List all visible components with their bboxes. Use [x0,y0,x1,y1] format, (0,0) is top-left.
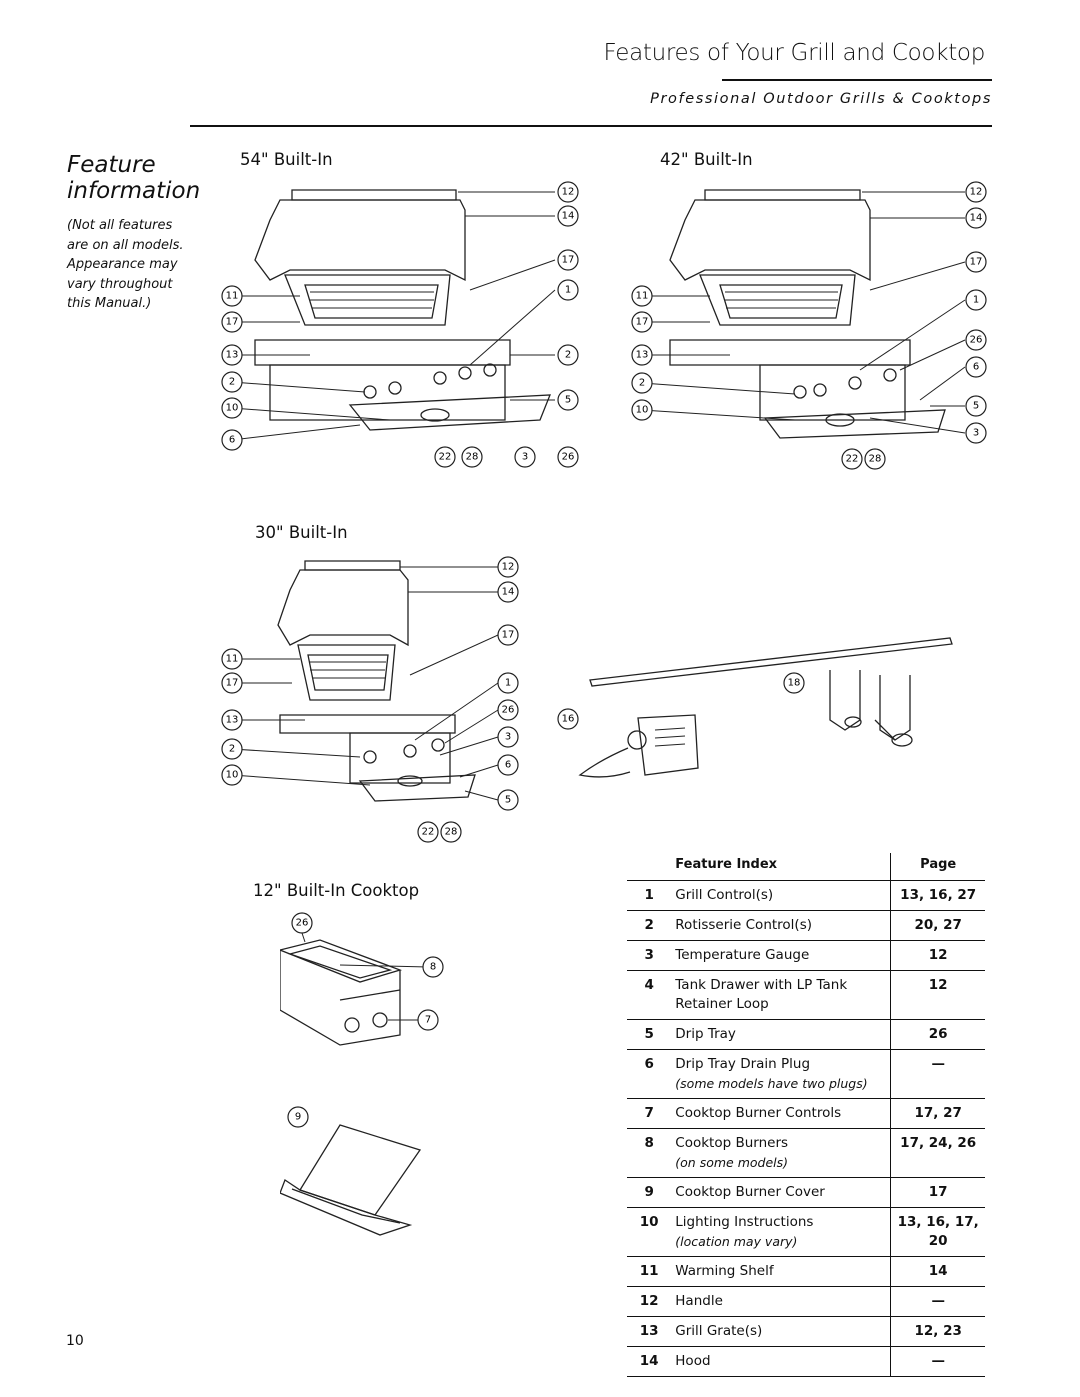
callout-54-2b: 2 [229,377,235,388]
callout-54-26: 26 [562,452,575,463]
feature-index-header: Feature Index [671,853,891,881]
callout-30-28: 28 [445,827,458,838]
title-rule [722,79,992,81]
page-header: Page [890,853,985,881]
grill42-label: 42" Built-In [660,150,753,169]
callout-42-10: 10 [636,405,649,416]
callout-54-1: 1 [565,285,571,296]
cooktop12-illustration: 26 8 7 [280,912,444,1046]
page-title: Features of Your Grill and Cooktop [603,40,986,66]
callout-30-5: 5 [505,795,511,806]
callout-30-17b: 17 [226,678,239,689]
callout-42-5: 5 [973,401,979,412]
grill30-label: 30" Built-In [255,523,348,542]
callout-54-14: 14 [562,211,575,222]
callout-30-3: 3 [505,732,511,743]
callout-54-17: 17 [562,255,575,266]
callout-54-6: 6 [229,435,235,446]
callout-54-11: 11 [226,291,239,302]
callout-30-22: 22 [422,827,435,838]
callout-30-1: 1 [505,678,511,689]
callout-42-14: 14 [970,213,983,224]
callout-54-2: 2 [565,350,571,361]
callout-acc-18: 18 [788,678,801,689]
callout-54-17b: 17 [226,317,239,328]
callout-30-12: 12 [502,562,515,573]
callout-cooktop-7: 7 [425,1015,431,1026]
callout-30-14: 14 [502,587,515,598]
section-heading: Feature information [67,152,201,204]
grill54-label: 54" Built-In [240,150,333,169]
callout-54-12: 12 [562,187,575,198]
callout-42-28: 28 [869,454,882,465]
callout-42-11: 11 [636,291,649,302]
grill30-illustration: 12 14 17 1 26 3 6 5 28 22 10 2 13 17 11 [221,556,519,843]
callout-54-3: 3 [522,452,528,463]
rotisserie-accessories-illustration: 18 16 [557,637,953,778]
callout-cover-9: 9 [295,1112,301,1123]
callout-acc-16: 16 [562,714,575,725]
callout-54-13: 13 [226,350,239,361]
callout-cooktop-8: 8 [430,962,436,973]
callout-30-6: 6 [505,760,511,771]
callout-30-13: 13 [226,715,239,726]
callout-42-3: 3 [973,428,979,439]
page-number: 10 [66,1333,84,1349]
callout-42-2: 2 [639,378,645,389]
callout-42-6: 6 [973,362,979,373]
callout-42-12: 12 [970,187,983,198]
grill42-illustration: 12 14 17 1 26 6 5 3 28 22 10 2 13 17 11 [631,181,987,470]
callout-30-17: 17 [502,630,515,641]
callout-cooktop-26: 26 [296,918,309,929]
page-subtitle: Professional Outdoor Grills & Cooktops [650,91,992,107]
callout-42-1: 1 [973,295,979,306]
callout-30-10: 10 [226,770,239,781]
callout-42-26: 26 [970,335,983,346]
callout-42-22: 22 [846,454,859,465]
callout-30-11: 11 [226,654,239,665]
callout-54-28: 28 [466,452,479,463]
cooktop-cover-illustration: 9 [280,1106,422,1236]
callout-30-26: 26 [502,705,515,716]
header-rule [190,125,992,127]
callout-30-2: 2 [229,744,235,755]
grill54-illustration: 12 14 17 1 2 5 26 3 28 22 6 10 2 13 17 1… [221,181,579,468]
callout-54-5: 5 [565,395,571,406]
callout-42-17b: 17 [636,317,649,328]
section-note: (Not all features are on all models. App… [67,218,184,311]
callout-54-10: 10 [226,403,239,414]
table-header-row: Feature Index Page [627,853,985,881]
callout-42-13: 13 [636,350,649,361]
callout-42-17: 17 [970,257,983,268]
cooktop12-label: 12" Built-In Cooktop [253,881,420,900]
callout-54-22: 22 [439,452,452,463]
